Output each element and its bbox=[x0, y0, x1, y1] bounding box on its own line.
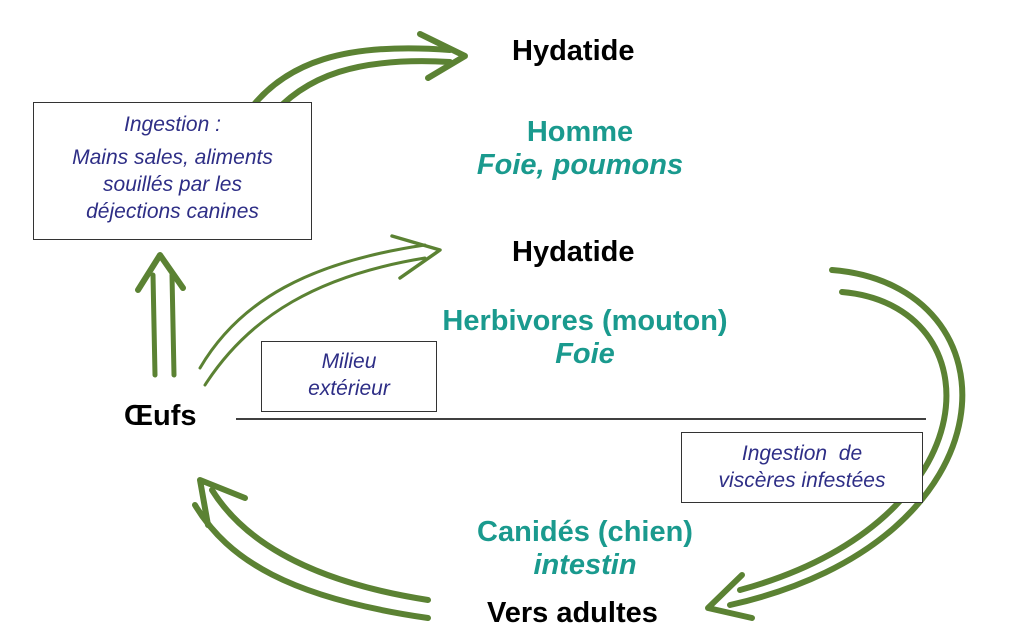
host-herbivore-organ: Foie bbox=[555, 338, 615, 370]
host-canid-organ: intestin bbox=[533, 549, 637, 581]
ingestion-human-line: déjections canines bbox=[86, 199, 259, 223]
ingestion-human-line: souillés par les bbox=[103, 172, 242, 196]
ingestion-viscera-box: Ingestion de viscères infestées bbox=[681, 432, 923, 503]
arrow-herbivore-to-adult-worms bbox=[705, 267, 966, 621]
adult-worms-label: Vers adultes bbox=[487, 597, 658, 629]
environment-line: extérieur bbox=[308, 376, 390, 400]
ingestion-viscera-line: Ingestion de bbox=[741, 442, 863, 465]
host-herbivore: Herbivores (mouton) Foie bbox=[405, 305, 765, 371]
arrow-eggs-to-herbivore-hydatid bbox=[198, 234, 442, 387]
environment-line: Milieu bbox=[321, 350, 377, 373]
ingestion-human-line: Mains sales, aliments bbox=[72, 145, 273, 169]
ingestion-human-title: Ingestion : bbox=[124, 113, 221, 136]
host-herbivore-name: Herbivores (mouton) bbox=[442, 305, 728, 337]
eggs-label: Œufs bbox=[124, 400, 197, 432]
hydatid-human-label: Hydatide bbox=[512, 35, 635, 67]
environment-box: Milieu extérieur bbox=[261, 341, 437, 412]
host-canid-name: Canidés (chien) bbox=[477, 516, 693, 548]
host-human-organ: Foie, poumons bbox=[476, 149, 684, 181]
host-canid: Canidés (chien) intestin bbox=[435, 516, 735, 582]
host-human: Homme Foie, poumons bbox=[430, 116, 730, 182]
ingestion-viscera-line: viscères infestées bbox=[718, 468, 886, 492]
hydatid-herbivore-label: Hydatide bbox=[512, 236, 635, 268]
ingestion-human-box: Ingestion : Mains sales, aliments souill… bbox=[33, 102, 312, 240]
host-human-name: Homme bbox=[526, 116, 634, 148]
arrow-adult-worms-to-eggs bbox=[192, 477, 431, 621]
arrow-eggs-to-ingestion bbox=[135, 252, 186, 378]
